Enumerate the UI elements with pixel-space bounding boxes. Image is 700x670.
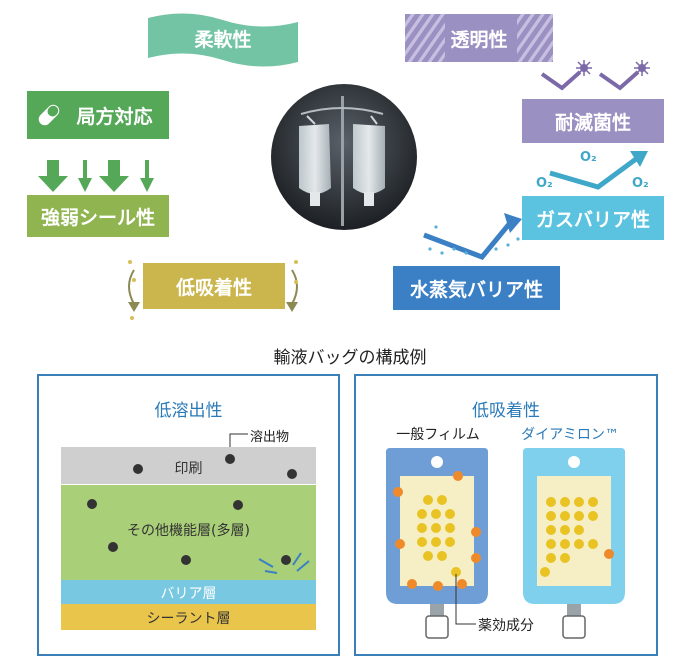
- flexibility-banner: [148, 13, 298, 67]
- section-title: 輸液バッグの構成例: [273, 348, 427, 368]
- flexibility-label: 柔軟性: [194, 28, 252, 51]
- barrier-layer-label: バリア層: [160, 586, 217, 602]
- elution-callout-label: 溶出物: [250, 430, 290, 445]
- seal-arrows-icon: [38, 160, 154, 192]
- diamilon-bag: [523, 448, 625, 639]
- low-adsorption-label: 低吸着性: [143, 263, 285, 309]
- general-film-bag: [386, 448, 488, 639]
- o2-label-2: O₂: [580, 150, 597, 165]
- elution-particles: [87, 454, 310, 574]
- print-layer-label: 印刷: [174, 461, 203, 477]
- capsule-icon: [38, 104, 60, 126]
- iv-bag-photo: [271, 84, 417, 230]
- o2-label-3: O₂: [632, 176, 649, 191]
- low-adsorption-title: 低吸着性: [472, 401, 540, 421]
- barrier-layer: [61, 580, 316, 604]
- general-film-label: 一般フィルム: [396, 427, 480, 443]
- print-layer: [61, 447, 316, 484]
- seal-label: 強弱シール性: [27, 195, 169, 237]
- transparency-banner: [405, 14, 553, 62]
- gas-barrier-label: ガスバリア性: [522, 196, 664, 240]
- o2-label-1: O₂: [536, 176, 553, 191]
- diamilon-label: ダイアミロン™: [521, 427, 619, 443]
- adsorption-side-arrows-icon: [128, 260, 298, 320]
- sealant-layer: [61, 604, 316, 630]
- vapor-barrier-label: 水蒸気バリア性: [393, 266, 560, 310]
- gas-barrier-arrow-icon: [549, 151, 648, 190]
- vapor-arrow-icon: [423, 213, 522, 260]
- transparency-label: 透明性: [450, 28, 508, 51]
- functional-layer-label: その他機能層(多層): [127, 523, 250, 539]
- medicine-callout-label: 薬効成分: [478, 618, 534, 634]
- low-elution-title: 低溶出性: [154, 401, 223, 421]
- drug-compat-label: 局方対応: [76, 105, 153, 128]
- sterilization-label: 耐滅菌性: [522, 99, 664, 143]
- medicine-callout-line: [455, 574, 476, 625]
- sterilization-arrows-icon: [540, 60, 650, 91]
- sealant-layer-label: シーラント層: [146, 611, 231, 627]
